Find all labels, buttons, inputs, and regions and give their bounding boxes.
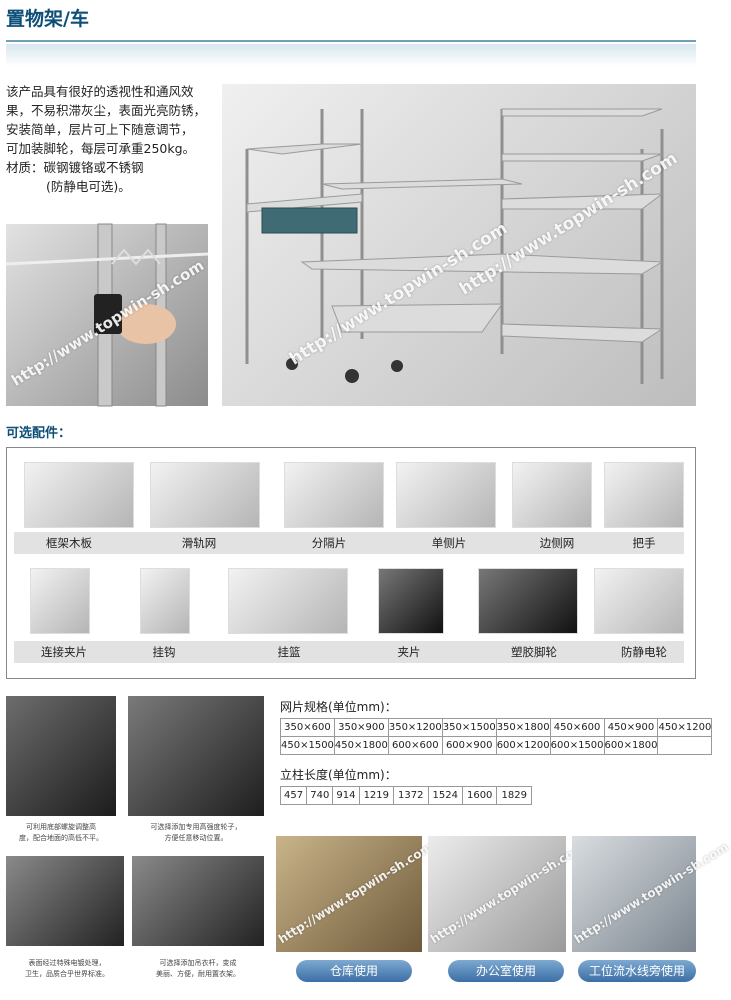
table-row: 457 740 914 1219 1372 1524 1600 1829: [279, 786, 532, 805]
plastic-caster-image: [478, 568, 578, 634]
description-line: 可加装脚轮，每层可承重250kg。: [6, 141, 196, 156]
accessory-label-row: 框架木板 滑轨网 分隔片 单侧片 边侧网 把手: [14, 532, 684, 554]
watermark-text: http://www.topwin-sh.com: [275, 839, 435, 947]
caption-plating: 表面经过特殊电镀处理， 卫生，品质合乎世界标准。: [6, 958, 128, 980]
table-row: 450×1500 450×1800 600×600 600×900 600×12…: [280, 736, 713, 755]
workstation-photo: http://www.topwin-sh.com: [572, 836, 731, 952]
wire-shelving-illustration: [245, 108, 664, 384]
table-cell: 350×600: [280, 718, 335, 737]
caster-photo: [128, 696, 264, 816]
workstation-use-label: 工位流水线旁使用: [578, 960, 696, 982]
office-photo: http://www.topwin-sh.com: [428, 836, 587, 952]
antistatic-caster-image: [594, 568, 684, 634]
table-cell: 1829: [496, 786, 532, 805]
panel-spec-title: 网片规格(单位mm)：: [280, 700, 397, 714]
watermark-text: http://www.topwin-sh.com: [427, 839, 587, 947]
leveling-foot-photo: [6, 696, 116, 816]
warehouse-photo: http://www.topwin-sh.com: [276, 836, 435, 952]
table-cell: 600×600: [387, 736, 443, 755]
divider-image: [284, 462, 384, 528]
accessory-label: 单侧片: [431, 536, 467, 550]
caption-line: 可选择添加专用高强度轮子，: [150, 823, 242, 831]
accessory-label: 分隔片: [311, 536, 347, 550]
table-cell: 600×900: [441, 736, 497, 755]
office-use-label: 办公室使用: [448, 960, 564, 982]
table-cell: 1372: [393, 786, 429, 805]
table-cell: 450×1500: [280, 736, 335, 755]
accessory-label: 塑胶脚轮: [511, 645, 557, 659]
table-cell: 600×1800: [603, 736, 659, 755]
caption-line: 可选择添加吊衣杆，变成: [159, 959, 237, 967]
table-cell: 450×900: [603, 718, 659, 737]
table-row: 350×600 350×900 350×1200 350×1500 350×18…: [280, 718, 713, 737]
page-title: 置物架/车: [6, 8, 89, 30]
clip-image: [378, 568, 444, 634]
caption-caster: 可选择添加专用高强度轮子， 方便任意移动位置。: [128, 822, 264, 844]
table-cell: 457: [279, 786, 308, 805]
accessory-label: 把手: [632, 536, 656, 550]
product-description: 该产品具有很好的透视性和通风效 果，不易积滞灰尘，表面光亮防锈， 安装简单，层片…: [6, 82, 221, 196]
table-cell: 450×1800: [333, 736, 389, 755]
caption-line: 度，配合地面的高低不平。: [19, 834, 103, 842]
wood-shelf-image: [24, 462, 134, 528]
table-cell: 1219: [358, 786, 395, 805]
material-note: (防静电可选)。: [46, 179, 131, 194]
accessory-label: 边侧网: [539, 536, 575, 550]
accessory-label: 挂钩: [152, 645, 176, 659]
accessory-label: 夹片: [397, 645, 421, 659]
connector-clip-image: [30, 568, 90, 634]
accessory-label: 挂篮: [277, 645, 301, 659]
page-header: 置物架/车: [0, 0, 704, 66]
description-line: 果，不易积滞灰尘，表面光亮防锈，: [6, 103, 207, 118]
caption-leveling: 可利用底部螺旋调整高 度，配合地面的高低不平。: [6, 822, 116, 844]
table-cell: 1600: [461, 786, 498, 805]
description-line: 该产品具有很好的透视性和通风效: [6, 84, 194, 99]
header-band: [6, 44, 696, 66]
watermark-text: http://www.topwin-sh.com: [571, 839, 731, 947]
shelf-adjust-photo: http://www.topwin-sh.com: [5, 223, 209, 407]
table-cell: 600×1200: [495, 736, 551, 755]
description-line: 安装简单，层片可上下随意调节，: [6, 122, 194, 137]
accessory-label: 防静电轮: [621, 645, 667, 659]
material-line: 材质：碳钢镀铬或不锈钢: [6, 160, 144, 175]
plating-photo: [6, 856, 124, 946]
main-shelving-photo: http://www.topwin-sh.com http://www.topw…: [222, 84, 696, 406]
accessory-label-row: 连接夹片 挂钩 挂篮 夹片 塑胶脚轮 防静电轮: [14, 641, 684, 663]
handle-image: [604, 462, 684, 528]
table-cell: 450×600: [549, 718, 605, 737]
accessory-label: 滑轨网: [181, 536, 217, 550]
single-side-ledge-image: [396, 462, 496, 528]
accessories-title: 可选配件：: [6, 426, 72, 441]
shelf-adjust-illustration: [5, 223, 209, 407]
table-cell: 350×1800: [495, 718, 551, 737]
table-cell: 350×1500: [441, 718, 497, 737]
accessories-panel: [6, 447, 696, 679]
table-cell: 600×1500: [549, 736, 605, 755]
caption-line: 美丽、方便，耐用置衣架。: [156, 970, 240, 978]
caption-line: 表面经过特殊电镀处理，: [28, 959, 106, 967]
post-spec-table: 457 740 914 1219 1372 1524 1600 1829: [279, 786, 532, 805]
header-divider: [6, 40, 696, 42]
table-cell: 1524: [427, 786, 463, 805]
table-cell: 914: [332, 786, 360, 805]
caption-line: 卫生，品质合乎世界标准。: [25, 970, 109, 978]
accessory-label: 连接夹片: [41, 645, 87, 659]
table-cell: 450×1200: [657, 718, 713, 737]
table-cell: 350×1200: [387, 718, 443, 737]
caption-line: 可利用底部螺旋调整高: [26, 823, 96, 831]
hanging-rod-photo: [132, 856, 264, 946]
basket-image: [228, 568, 348, 634]
post-spec-title: 立柱长度(单位mm)：: [280, 768, 397, 782]
caption-hanging-rod: 可选择添加吊衣杆，变成 美丽、方便，耐用置衣架。: [132, 958, 264, 980]
table-cell: 740: [306, 786, 334, 805]
hook-image: [140, 568, 190, 634]
side-wire-image: [512, 462, 592, 528]
panel-spec-table: 350×600 350×900 350×1200 350×1500 350×18…: [280, 718, 713, 755]
warehouse-use-label: 仓库使用: [296, 960, 412, 982]
table-cell: [657, 736, 713, 755]
table-cell: 350×900: [333, 718, 389, 737]
caption-line: 方便任意移动位置。: [164, 834, 228, 842]
sliding-wire-image: [150, 462, 260, 528]
accessory-label: 框架木板: [46, 536, 92, 550]
